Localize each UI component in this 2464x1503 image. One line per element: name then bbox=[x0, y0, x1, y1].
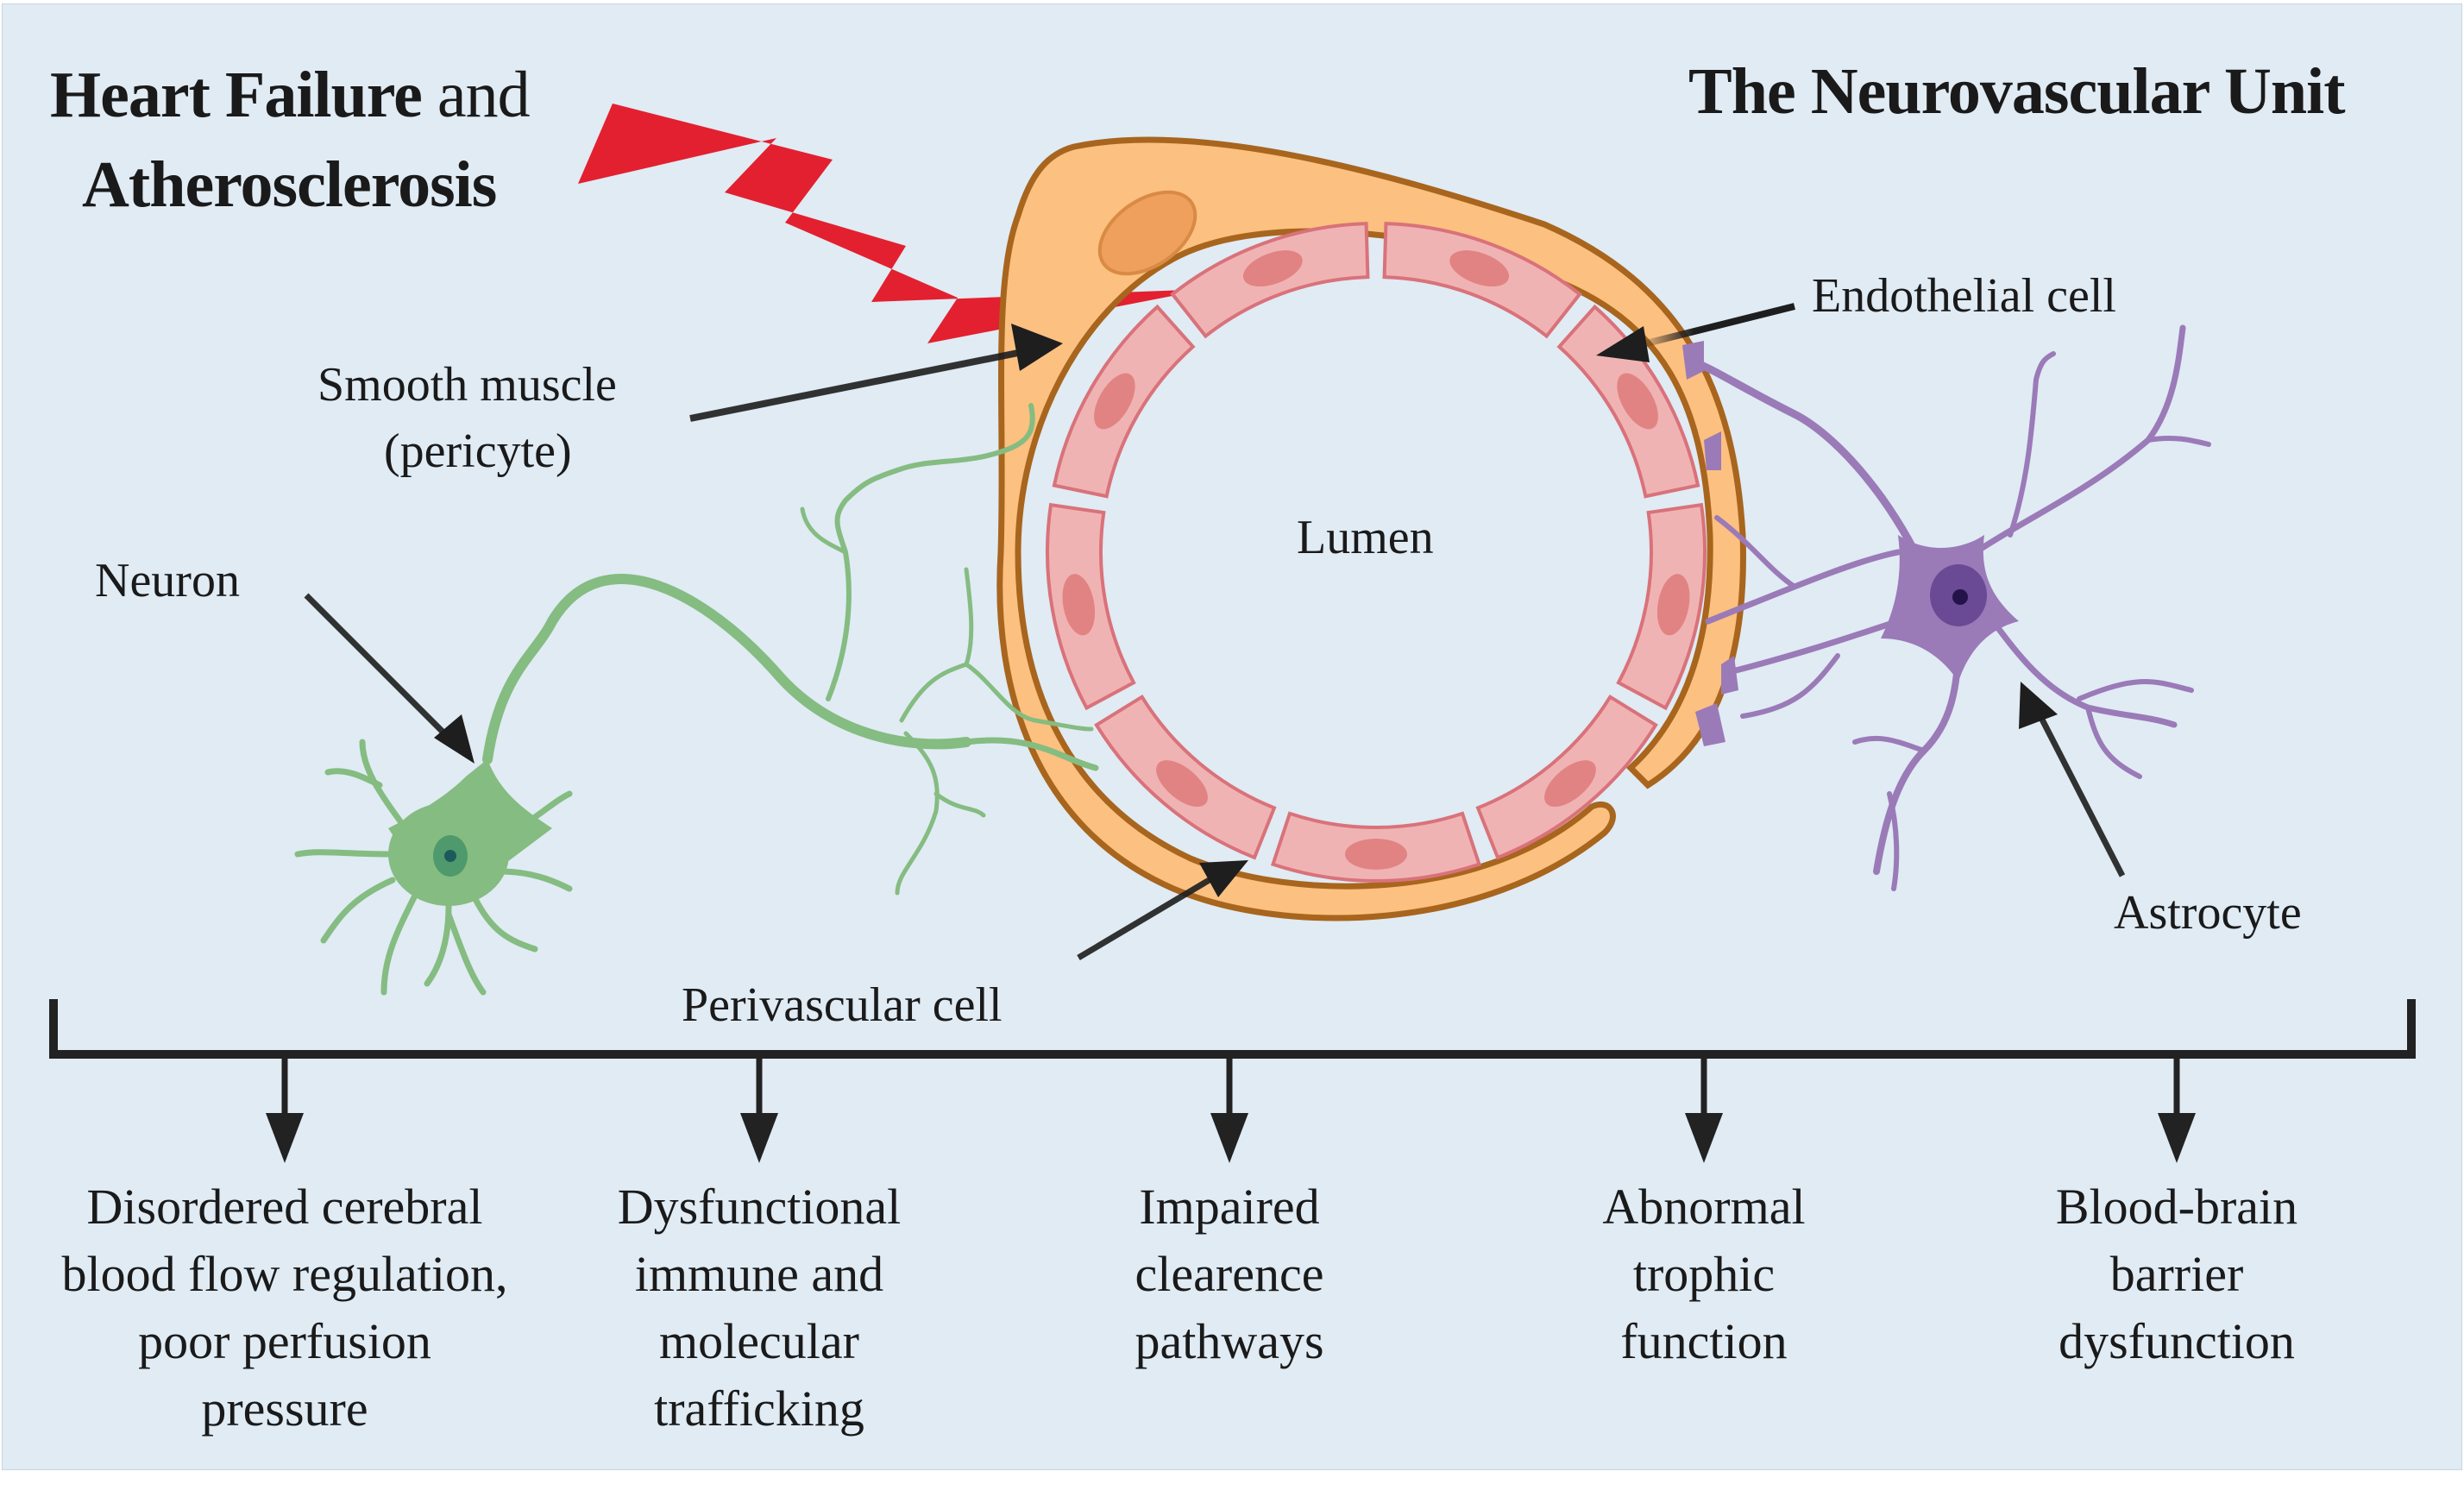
outcome-line: Disordered cerebral bbox=[86, 1179, 483, 1235]
outcome-line: barrier bbox=[2109, 1246, 2244, 1302]
endothelial-nucleus bbox=[1449, 250, 1510, 287]
endothelial-nucleus bbox=[1656, 574, 1690, 636]
outcome-line: blood flow regulation, bbox=[61, 1246, 508, 1302]
smooth-muscle-arrow bbox=[689, 324, 1063, 422]
caption-strip bbox=[0, 1472, 2464, 1503]
neuron-soma bbox=[294, 739, 573, 996]
smooth-muscle-nucleus bbox=[1097, 190, 1197, 276]
endothelial-nucleus bbox=[1156, 760, 1208, 808]
endothelial-nucleus bbox=[1345, 839, 1407, 870]
title-neurovascular-unit: The Neurovascular Unit bbox=[1688, 55, 2346, 128]
title-atherosclerosis: Atherosclerosis bbox=[82, 148, 497, 221]
label-endothelial-cell: Endothelial cell bbox=[1812, 269, 2116, 323]
outcome-line: function bbox=[1620, 1313, 1788, 1369]
outcome-item: Blood-brain barrier dysfunction bbox=[1901, 1173, 2453, 1375]
outcome-line: Impaired bbox=[1139, 1179, 1320, 1235]
outcome-item: Disordered cerebral blood flow regulation… bbox=[9, 1173, 561, 1443]
astrocyte-soma bbox=[1881, 535, 2019, 682]
label-neuron: Neuron bbox=[95, 554, 240, 607]
endothelial-nucleus bbox=[1242, 250, 1303, 287]
label-astrocyte: Astrocyte bbox=[2114, 886, 2302, 940]
outcome-arrows bbox=[266, 1054, 2196, 1163]
astrocyte-arrow bbox=[2019, 682, 2126, 877]
outcome-arrow bbox=[1685, 1054, 1723, 1163]
outcome-line: poor perfusion bbox=[138, 1313, 431, 1369]
outcome-line: pathways bbox=[1135, 1313, 1324, 1369]
endothelial-cell-arrow bbox=[1596, 303, 1795, 362]
outcome-bracket bbox=[49, 999, 2416, 1059]
label-smooth-muscle: Smooth muscle bbox=[317, 358, 617, 412]
outcome-line: molecular bbox=[659, 1313, 859, 1369]
outcome-line: Blood-brain bbox=[2055, 1179, 2298, 1235]
outcome-line: Abnormal bbox=[1602, 1179, 1806, 1235]
outcome-line: dysfunction bbox=[2059, 1313, 2295, 1369]
perivascular-cell-arrow bbox=[1077, 860, 1248, 961]
outcome-arrow bbox=[740, 1054, 778, 1163]
endothelial-nucleus bbox=[1062, 574, 1096, 636]
endothelial-nucleus bbox=[1094, 373, 1135, 430]
outcome-item: Abnormal trophic function bbox=[1428, 1173, 1980, 1375]
outcome-line: immune and bbox=[634, 1246, 884, 1302]
label-lumen: Lumen bbox=[1297, 511, 1434, 564]
endothelial-nucleus bbox=[1544, 760, 1596, 808]
endothelial-layer bbox=[1046, 222, 1707, 883]
outcome-line: trafficking bbox=[654, 1380, 864, 1437]
outcome-item: Dysfunctional immune and molecular traffick… bbox=[483, 1173, 1035, 1443]
outcome-line: trophic bbox=[1632, 1246, 1776, 1302]
title-heart-failure-atherosclerosis: Heart Failure and bbox=[50, 59, 531, 131]
label-pericyte: (pericyte) bbox=[384, 424, 572, 478]
lightning-bolt-icon bbox=[578, 104, 1208, 343]
label-perivascular-cell: Perivascular cell bbox=[682, 978, 1003, 1032]
label-arrows bbox=[304, 303, 2126, 961]
outcome-arrow bbox=[2158, 1054, 2196, 1163]
outcome-line: clearence bbox=[1135, 1246, 1324, 1302]
neuron-cell bbox=[482, 403, 1099, 896]
outcome-arrow bbox=[266, 1054, 304, 1163]
title-line1-normal: and bbox=[421, 59, 531, 131]
outcome-line: Dysfunctional bbox=[617, 1179, 902, 1235]
outcome-arrow bbox=[1210, 1054, 1248, 1163]
title-line1-bold: Heart Failure bbox=[50, 59, 423, 131]
astrocyte-cell bbox=[1691, 324, 2211, 891]
astrocyte-endfeet bbox=[1682, 341, 1738, 746]
outcome-item: Impaired clearence pathways bbox=[953, 1173, 1505, 1375]
outcome-line: pressure bbox=[201, 1380, 368, 1437]
neuron-arrow bbox=[304, 593, 475, 764]
endothelial-nucleus bbox=[1617, 373, 1658, 430]
